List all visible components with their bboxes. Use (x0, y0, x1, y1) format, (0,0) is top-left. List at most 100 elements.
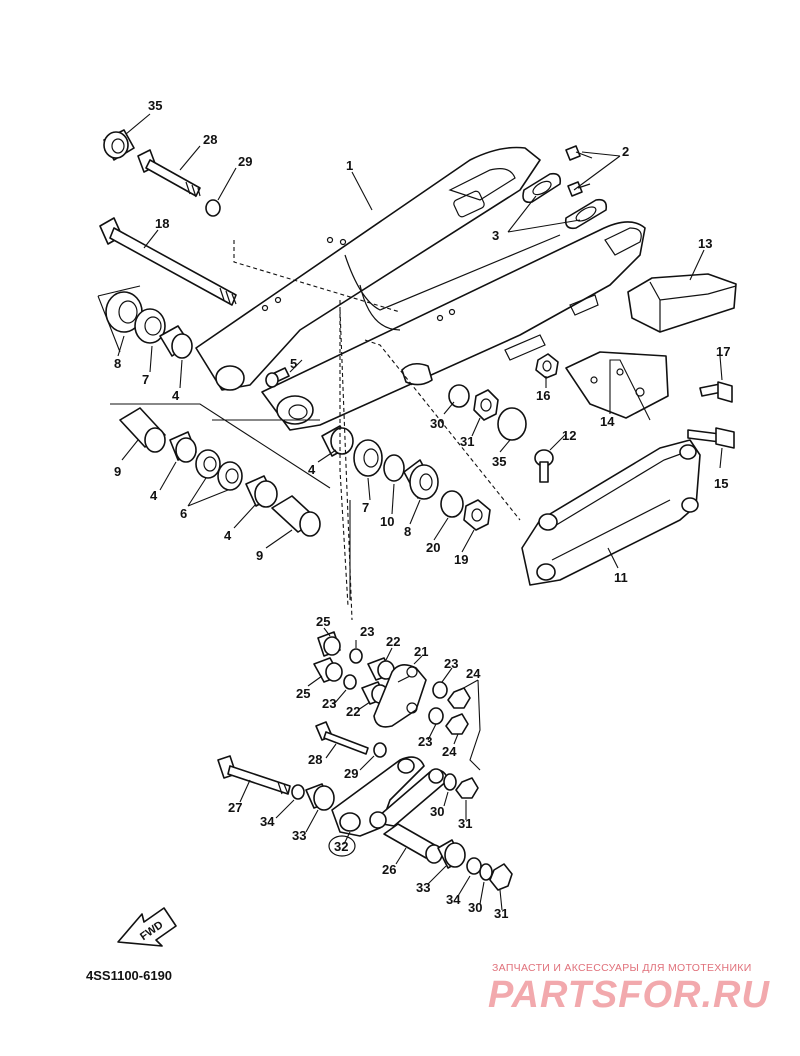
part-23-washer (432, 681, 448, 699)
part-23-washer (349, 648, 363, 664)
callout-33: 33 (292, 828, 306, 843)
callout-24b: 24 (442, 744, 457, 759)
leader-lines (117, 113, 723, 911)
callout-12: 12 (562, 428, 576, 443)
part-8-seal-b (403, 459, 439, 500)
part-29-washer-lower (373, 742, 387, 758)
callout-34: 34 (260, 814, 275, 829)
callout-8: 8 (114, 356, 121, 371)
callout-22b: 22 (346, 704, 360, 719)
part-7-bearing-b (353, 439, 383, 477)
callout-4d: 4 (308, 462, 316, 477)
callout-21: 21 (414, 644, 428, 659)
callout-11: 11 (614, 570, 628, 585)
callout-28: 28 (203, 132, 217, 147)
swingarm-part (195, 146, 646, 431)
part-23-washer (428, 707, 444, 725)
callout-18: 18 (155, 216, 169, 231)
part-5-bolt (265, 367, 290, 388)
part-15-bolt (687, 427, 735, 449)
part-30-washer-bottom (479, 863, 493, 881)
callout-24: 24 (466, 666, 481, 681)
part-16-nut (535, 353, 559, 379)
assembly-line (364, 339, 521, 521)
callout-17: 17 (716, 344, 730, 359)
part-4-collar-b (169, 431, 197, 463)
part-19-nut (463, 499, 491, 531)
part-3-chain-pullers (522, 172, 608, 230)
part-4-collar (159, 325, 193, 359)
callout-23c: 23 (322, 696, 336, 711)
part-13-bracket (627, 273, 737, 333)
part-31-nut-lower (455, 777, 479, 799)
callout-4: 4 (172, 388, 180, 403)
callout-31: 31 (460, 434, 474, 449)
part-21-link (373, 664, 427, 728)
callout-23b: 23 (444, 656, 458, 671)
part-31-nut (473, 389, 499, 421)
watermark-tagline: ЗАПЧАСТИ И АКСЕССУАРЫ ДЛЯ МОТОТЕХНИКИ (492, 962, 752, 974)
callout-9b: 9 (256, 548, 263, 563)
part-20-washer (440, 490, 464, 518)
callout-35b: 35 (492, 454, 506, 469)
part-34-washer (291, 784, 305, 800)
part-35-cap (103, 129, 135, 161)
part-2-screws (565, 145, 593, 197)
part-14-plate (565, 351, 669, 419)
callout-25: 25 (316, 614, 330, 629)
callout-5: 5 (290, 356, 297, 371)
callout-32: 32 (334, 839, 348, 854)
callout-15: 15 (714, 476, 728, 491)
assembly-line (233, 240, 401, 313)
part-26-collar (383, 823, 443, 864)
callout-10: 10 (380, 514, 394, 529)
callout-6: 6 (180, 506, 187, 521)
assembly-line (339, 300, 349, 607)
callout-29: 29 (238, 154, 252, 169)
part-29-washer (205, 199, 221, 217)
part-33-collar-lower (437, 839, 466, 869)
part-30-washer (448, 384, 470, 408)
callout-9: 9 (114, 464, 121, 479)
callout-32-circle (328, 835, 356, 857)
part-24-nut (445, 687, 471, 735)
callout-34b: 34 (446, 892, 461, 907)
assembly-line (339, 309, 353, 621)
part-12-bolt (534, 449, 554, 483)
part-4-collar-c (245, 475, 278, 508)
callout-13: 13 (698, 236, 712, 251)
part-27-bolt (217, 755, 291, 795)
part-33-collar (305, 783, 335, 811)
callout-1: 1 (346, 158, 353, 173)
part-35-cap-b (497, 407, 527, 441)
callout-4b: 4 (150, 488, 158, 503)
callout-25b: 25 (296, 686, 310, 701)
callout-16: 16 (536, 388, 550, 403)
part-9-bushing-a (119, 407, 166, 453)
part-28-bolt (137, 149, 201, 198)
callout-2: 2 (622, 144, 629, 159)
callout-19: 19 (454, 552, 468, 567)
part-9-bushing-b (271, 495, 321, 537)
callout-23: 23 (360, 624, 374, 639)
part-25-collars (313, 631, 343, 683)
callout-31c: 31 (494, 906, 508, 921)
callout-26: 26 (382, 862, 396, 877)
part-23-washer (343, 674, 357, 690)
part-34-washer-lower (466, 857, 482, 875)
callout-4c: 4 (224, 528, 232, 543)
part-30-washer-lower (443, 773, 457, 791)
callout-30b: 30 (430, 804, 444, 819)
callout-30c: 30 (468, 900, 482, 915)
callout-29b: 29 (344, 766, 358, 781)
callout-3: 3 (492, 228, 499, 243)
watermark-brand: PARTSFOR.RU (488, 974, 770, 1016)
fwd-arrow-icon: FWD (117, 907, 177, 947)
callout-7: 7 (142, 372, 149, 387)
callout-14: 14 (600, 414, 615, 429)
callout-27: 27 (228, 800, 242, 815)
callout-31b: 31 (458, 816, 472, 831)
callout-30: 30 (430, 416, 444, 431)
part-17-bolt (699, 381, 733, 403)
